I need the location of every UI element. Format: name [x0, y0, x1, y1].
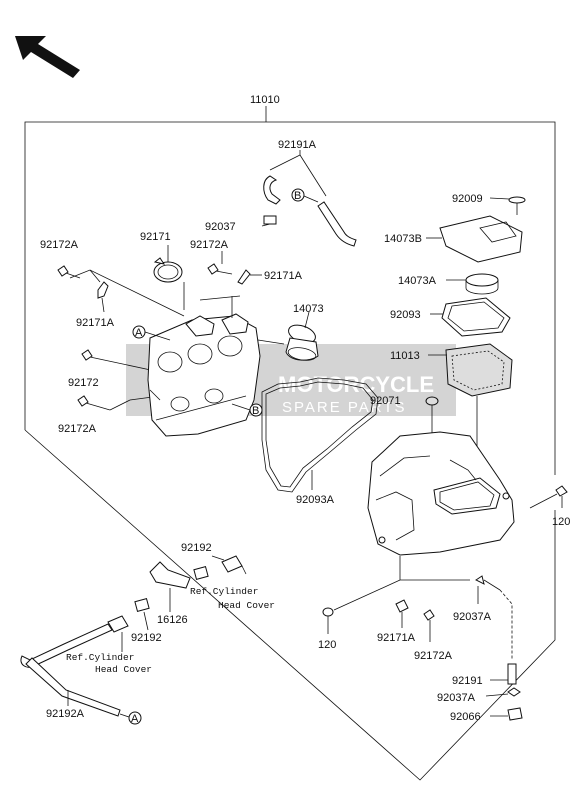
- funnel-14073: [257, 311, 319, 361]
- label-92009: 92009: [452, 193, 483, 205]
- cap-92192-top: [211, 555, 247, 575]
- label-92172A-low: 92172A: [58, 423, 97, 435]
- clamp-92037: [261, 215, 277, 227]
- svg-text:B: B: [252, 405, 259, 417]
- lower-right-drain-parts: [395, 575, 523, 721]
- breather-hose-92191A: [263, 150, 357, 247]
- vacuum-fitting-16126: [149, 561, 209, 612]
- label-92071: 92071: [370, 395, 401, 407]
- label-14073: 14073: [293, 303, 324, 315]
- svg-text:A: A: [131, 713, 139, 725]
- assembly-frame: [24, 106, 556, 781]
- throttle-body: [147, 296, 261, 437]
- label-92192-top: 92192: [181, 542, 212, 554]
- label-120-right: 120: [552, 516, 570, 528]
- cap-92192-mid: [107, 598, 150, 652]
- ring-14073A: [446, 273, 499, 295]
- ref-cylinder-head-cover-1: Ref.Cylinder: [190, 586, 258, 597]
- ref-cylinder-head-cover-2: Ref.Cylinder: [66, 652, 134, 663]
- label-92171A-mid: 92171A: [264, 270, 303, 282]
- label-92171: 92171: [140, 231, 171, 243]
- label-11013: 11013: [390, 350, 420, 362]
- grommet-92071: [425, 396, 439, 440]
- label-92171A-bottom: 92171A: [377, 632, 416, 644]
- cover-14073B: [426, 215, 523, 263]
- label-92191: 92191: [452, 675, 483, 687]
- gasket-92093A: [261, 377, 379, 493]
- svg-text:B: B: [294, 190, 301, 202]
- clip-92171A-left: [97, 281, 109, 313]
- watermark-line1: MOTORCYCLE: [278, 372, 434, 397]
- clamp-92171: [153, 245, 183, 283]
- bolt-120-bottom: [322, 579, 401, 634]
- label-92172A-left: 92172A: [40, 239, 79, 251]
- clip-92171A-mid: [237, 269, 262, 285]
- ref-cylinder-head-cover-1b: Head Cover: [218, 600, 275, 611]
- label-92191A: 92191A: [278, 139, 317, 151]
- gasket-92093: [430, 297, 511, 337]
- label-92192-mid: 92192: [131, 632, 162, 644]
- label-92037A-low: 92037A: [437, 692, 476, 704]
- leader-lines-left: [69, 269, 241, 317]
- label-92172: 92172: [68, 377, 99, 389]
- label-92172A-bottom: 92172A: [414, 650, 453, 662]
- callout-B-top: B: [291, 188, 319, 203]
- hose-92192A: [20, 623, 130, 718]
- label-11010: 11010: [250, 94, 280, 106]
- callout-A-bottom: A: [128, 711, 142, 725]
- label-16126: 16126: [157, 614, 188, 626]
- callout-B-mid: B: [231, 403, 263, 417]
- label-92037A-right: 92037A: [453, 611, 492, 623]
- label-92037: 92037: [205, 221, 236, 233]
- svg-text:A: A: [135, 327, 143, 339]
- watermark-line2: SPARE PARTS: [282, 399, 407, 416]
- ref-cylinder-head-cover-2b: Head Cover: [95, 664, 152, 675]
- bolt-92172A-mid: [207, 251, 233, 275]
- label-14073A: 14073A: [398, 275, 437, 287]
- label-92171A-left: 92171A: [76, 317, 115, 329]
- element-11013: [428, 343, 513, 470]
- label-92066: 92066: [450, 711, 481, 723]
- bolt-120-right: [529, 485, 568, 509]
- label-92093: 92093: [390, 309, 421, 321]
- label-120-bottom: 120: [318, 639, 336, 651]
- air-cleaner-housing: [367, 431, 515, 580]
- screw-92009: [489, 196, 526, 215]
- callout-A-top: A: [132, 325, 171, 341]
- label-14073B: 14073B: [384, 233, 422, 245]
- front-arrow-icon: [15, 36, 80, 78]
- bolt-92172A-left: [57, 265, 81, 279]
- label-92093A: 92093A: [296, 494, 335, 506]
- label-92172A-mid: 92172A: [190, 239, 229, 251]
- label-92192A: 92192A: [46, 708, 85, 720]
